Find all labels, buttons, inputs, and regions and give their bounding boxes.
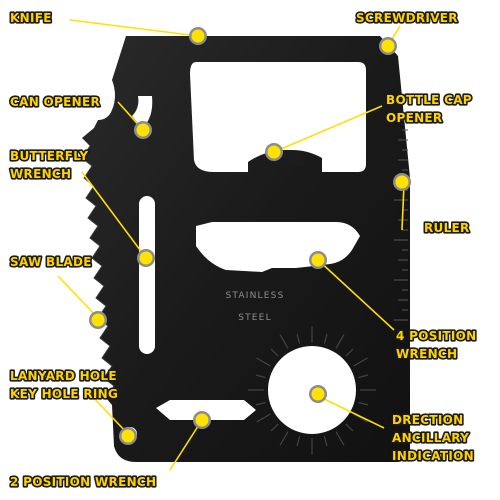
compass-ray: [296, 333, 301, 344]
label-4-position-line2: WRENCH: [396, 347, 457, 361]
callout-labels: KNIFE SCREWDRIVER CAN OPENER BOTTLE CAP …: [8, 9, 477, 490]
compass-ray: [323, 333, 328, 344]
marker-ruler: [393, 173, 411, 191]
label-lanyard-line2: KEY HOLE RING: [10, 387, 118, 401]
compass-ray: [255, 374, 266, 379]
marker-can-opener: [134, 121, 152, 139]
compass-ray: [345, 423, 354, 432]
compass-ray: [255, 401, 266, 406]
compass-ray: [256, 357, 271, 367]
label-saw-blade: SAW BLADE: [10, 255, 92, 269]
marker-knife: [189, 27, 207, 45]
callout-markers: [89, 27, 411, 445]
label-ruler: RULER: [424, 221, 470, 235]
label-can-opener: CAN OPENER: [10, 95, 100, 109]
marker-4-position-wrench: [309, 251, 327, 269]
label-2-position-wrench: 2 POSITION WRENCH: [10, 475, 156, 489]
compass-ray: [345, 348, 354, 357]
label-bottle-cap-line2: OPENER: [386, 111, 442, 125]
label-butterfly-line2: WRENCH: [10, 167, 71, 181]
marker-screwdriver: [379, 37, 397, 55]
compass-ray: [323, 436, 328, 447]
marker-butterfly-wrench: [137, 249, 155, 267]
label-lanyard-line1: LANYARD HOLE: [10, 369, 117, 383]
marker-lanyard-hole: [119, 427, 137, 445]
compass-ray: [358, 374, 369, 379]
compass-ray: [335, 334, 345, 349]
label-bottle-cap-line1: BOTTLE CAP: [386, 93, 472, 107]
compass-ray: [335, 431, 345, 446]
label-direction-line3: INDICATION: [392, 449, 474, 463]
compass-ray: [270, 423, 279, 432]
compass-ray: [279, 431, 289, 446]
compass-ray: [353, 413, 368, 423]
compass-ray: [296, 436, 301, 447]
compass-ray: [270, 348, 279, 357]
engraving-line-2: STEEL: [238, 313, 272, 323]
compass-ray: [279, 334, 289, 349]
compass-ray: [256, 413, 271, 423]
marker-direction: [309, 385, 327, 403]
label-direction-line2: ANCILLARY: [392, 431, 469, 445]
marker-bottle-cap-opener: [265, 143, 283, 161]
label-direction-line1: DRECTION: [392, 413, 464, 427]
card-body: [81, 36, 410, 462]
label-knife: KNIFE: [10, 11, 52, 25]
label-4-position-line1: 4 POSITION: [396, 329, 477, 343]
engraving-line-1: STAINLESS: [226, 291, 285, 301]
compass-ray: [353, 357, 368, 367]
marker-saw-blade: [89, 311, 107, 329]
marker-2-position-wrench: [193, 411, 211, 429]
ruler-ticks: [394, 119, 408, 321]
compass-rays: [248, 326, 376, 454]
compass-ray: [358, 401, 369, 406]
label-butterfly-line1: BUTTERFLY: [10, 149, 88, 163]
label-screwdriver: SCREWDRIVER: [356, 11, 458, 25]
